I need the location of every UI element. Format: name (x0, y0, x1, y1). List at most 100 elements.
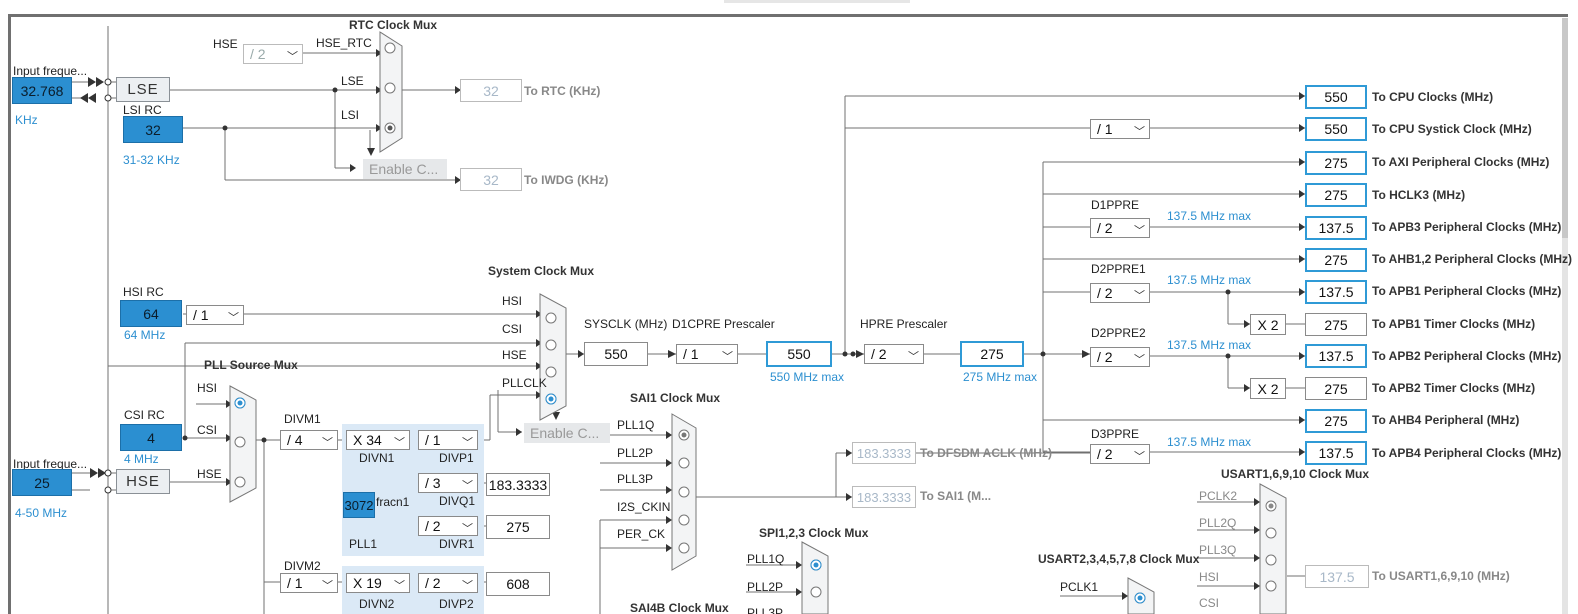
divq1-select[interactable]: / 3﹀ (418, 473, 478, 493)
pll-mux-hse-label: HSE (197, 467, 222, 481)
hsi-divider-select[interactable]: / 1﹀ (186, 305, 244, 325)
cpu-clocks-value[interactable]: 550 (1305, 85, 1367, 109)
enable-css-hse-button[interactable]: Enable C... (524, 423, 610, 443)
divm2-select[interactable]: / 1﹀ (280, 573, 338, 593)
d2ppre2-select[interactable]: / 2﹀ (1090, 347, 1150, 367)
hclk-max-label: 275 MHz max (963, 370, 1038, 384)
d2ppre1-max-label: 137.5 MHz max (1167, 273, 1252, 287)
hse-source[interactable]: HSE (116, 469, 170, 494)
divp2-output-value: 608 (486, 572, 550, 596)
pll-mux-title: PLL Source Mux (204, 358, 298, 372)
rtc-lsi-input-label: LSI (341, 108, 360, 122)
lse-frequency-input[interactable]: 32.768 (12, 77, 72, 104)
vertical-scrollbar-thumb[interactable] (1562, 18, 1568, 238)
sai1-pll2p-label: PLL2P (617, 446, 654, 460)
d1ppre-select[interactable]: / 2﹀ (1090, 218, 1150, 238)
csi-rc-value: 4 (120, 424, 182, 451)
lse-input-freq-label: Input freque... (13, 64, 88, 78)
sai1-clock-value: 183.3333 (852, 486, 916, 508)
systick-divider-select[interactable]: / 1﹀ (1090, 119, 1150, 139)
rtc-output-value: 32 (460, 79, 522, 102)
divr1-label: DIVR1 (439, 537, 475, 551)
divr1-select[interactable]: / 2﹀ (418, 516, 478, 536)
sys-mux-pllclk-label: PLLCLK (502, 376, 547, 390)
spi-mux-title: SPI1,2,3 Clock Mux (759, 526, 869, 540)
usart1-csi-label: CSI (1199, 596, 1220, 610)
hse-input-freq-label: Input freque... (13, 457, 88, 471)
hclk-value[interactable]: 275 (960, 341, 1024, 367)
lsi-rc-value: 32 (123, 116, 183, 143)
to-cpu-systick-label: To CPU Systick Clock (MHz) (1372, 122, 1532, 136)
hse-rtc-label: HSE_RTC (316, 36, 372, 50)
canvas-frame-top (8, 14, 1568, 17)
fracn1-input[interactable]: 3072 (343, 492, 375, 518)
axi-peripheral-value[interactable]: 275 (1305, 151, 1367, 175)
to-apb2-timer-label: To APB2 Timer Clocks (MHz) (1372, 381, 1536, 395)
apb1-timer-multiplier: X 2 (1250, 314, 1286, 335)
divp2-label: DIVP2 (439, 597, 474, 611)
apb3-peripheral-value[interactable]: 137.5 (1305, 216, 1367, 240)
hse-frequency-input[interactable]: 25 (12, 469, 72, 496)
enable-css-rtc-button[interactable]: Enable C... (363, 159, 447, 179)
divp1-label: DIVP1 (439, 451, 474, 465)
hsi-rc-value: 64 (120, 300, 182, 327)
lse-source[interactable]: LSE (116, 77, 170, 102)
d2ppre1-select[interactable]: / 2﹀ (1090, 283, 1150, 303)
csi-rc-label: CSI RC (124, 408, 165, 422)
divr1-output-value: 275 (486, 515, 550, 539)
d1ppre-label: D1PPRE (1091, 198, 1140, 212)
apb4-peripheral-value[interactable]: 137.5 (1305, 441, 1367, 465)
vertical-scrollbar-track[interactable] (1562, 18, 1568, 614)
to-ahb4-peripheral-label: To AHB4 Peripheral (MHz) (1372, 413, 1520, 427)
usart1-mux-title: USART1,6,9,10 Clock Mux (1221, 467, 1370, 481)
divn1-label: DIVN1 (359, 451, 395, 465)
divn1-select[interactable]: X 34﹀ (346, 430, 410, 450)
ahb4-peripheral-value[interactable]: 275 (1305, 409, 1367, 433)
d1cpre-prescaler-select[interactable]: / 1﹀ (676, 344, 738, 364)
apb1-peripheral-value[interactable]: 137.5 (1305, 280, 1367, 304)
lsi-rc-label: LSI RC (123, 103, 162, 117)
sysclk-label: SYSCLK (MHz) (584, 317, 668, 331)
apb1-timer-value[interactable]: 275 (1305, 313, 1367, 336)
sai4b-mux-title: SAI4B Clock Mux (630, 601, 729, 614)
apb2-timer-value[interactable]: 275 (1305, 377, 1367, 400)
sai1-mux-title: SAI1 Clock Mux (630, 391, 721, 405)
d3ppre-max-label: 137.5 MHz max (1167, 435, 1252, 449)
divn2-label: DIVN2 (359, 597, 395, 611)
sysclk-value[interactable]: 550 (584, 342, 648, 366)
divp2-select[interactable]: / 2﹀ (418, 573, 478, 593)
divn2-select[interactable]: X 19﹀ (346, 573, 410, 593)
apb2-peripheral-value[interactable]: 137.5 (1305, 344, 1367, 368)
d3ppre-select[interactable]: / 2﹀ (1090, 444, 1150, 464)
cpu-systick-value[interactable]: 550 (1305, 117, 1367, 141)
to-cpu-clocks-label: To CPU Clocks (MHz) (1372, 90, 1494, 104)
iwdg-output-value: 32 (460, 168, 522, 191)
d2ppre2-label: D2PPRE2 (1091, 326, 1146, 340)
rtc-hse-label: HSE (213, 37, 238, 51)
sys-mux-shape (539, 293, 567, 421)
sai1-i2s-ckin-label: I2S_CKIN (617, 500, 671, 514)
cpu-clock-value[interactable]: 550 (766, 341, 832, 367)
divm1-select[interactable]: / 4﹀ (280, 430, 338, 450)
d3ppre-label: D3PPRE (1091, 427, 1140, 441)
usart1-pll3q-label: PLL3Q (1199, 543, 1237, 557)
divq1-output-value: 183.3333 (486, 473, 550, 496)
system-mux-title: System Clock Mux (488, 264, 595, 278)
hse-rtc-divider-select[interactable]: / 2﹀ (243, 44, 303, 64)
lse-unit-label: KHz (15, 113, 38, 127)
to-ahb12-peripheral-label: To AHB1,2 Peripheral Clocks (MHz) (1372, 252, 1573, 266)
pll-mux-hsi-label: HSI (197, 381, 218, 395)
usart1-pll2q-label: PLL2Q (1199, 516, 1237, 530)
sys-mux-csi-label: CSI (502, 322, 523, 336)
hclk3-value[interactable]: 275 (1305, 183, 1367, 207)
divp1-select[interactable]: / 1﹀ (418, 430, 478, 450)
hpre-prescaler-select[interactable]: / 2﹀ (864, 344, 924, 364)
d2ppre2-max-label: 137.5 MHz max (1167, 338, 1252, 352)
ahb12-peripheral-value[interactable]: 275 (1305, 248, 1367, 272)
hsi-mhz-label: 64 MHz (124, 328, 166, 342)
divm1-label: DIVM1 (284, 412, 321, 426)
sys-mux-hsi-label: HSI (502, 294, 523, 308)
cpu-clock-max-label: 550 MHz max (770, 370, 845, 384)
dfsdm-aclk-value: 183.3333 (852, 442, 916, 464)
